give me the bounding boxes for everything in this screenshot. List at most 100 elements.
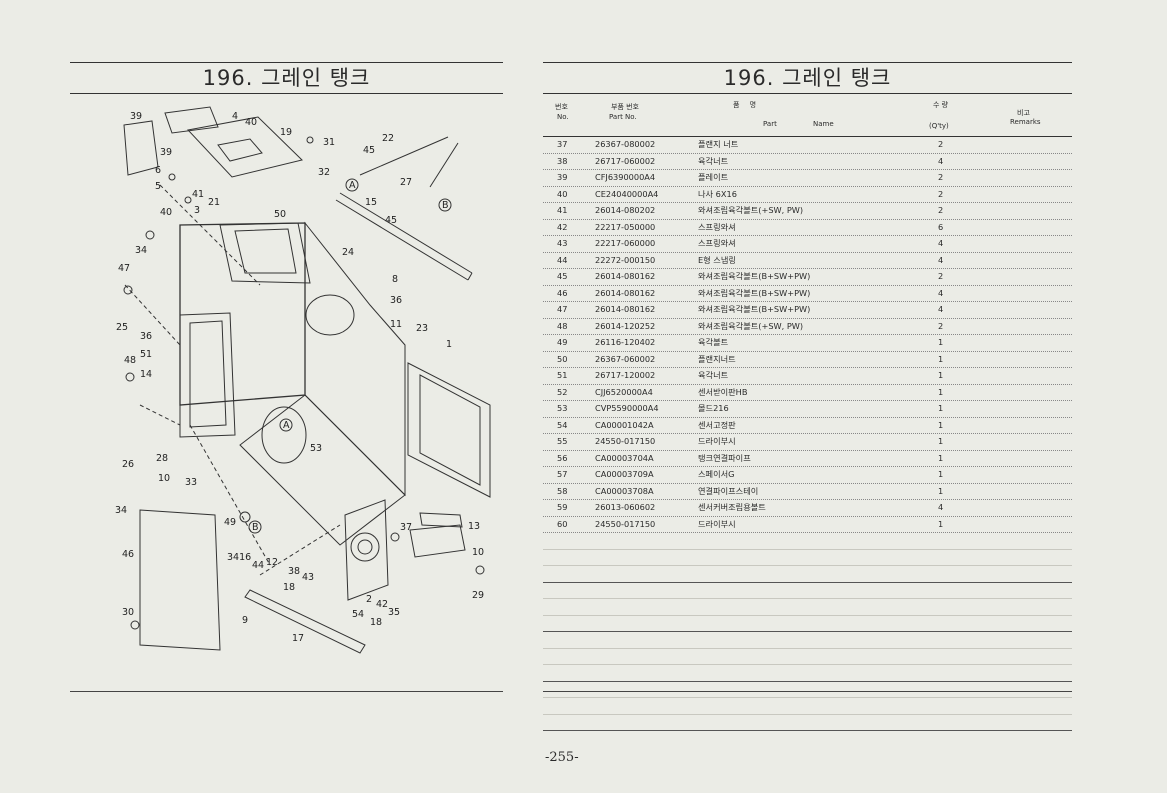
empty-table-row: [543, 566, 1072, 583]
svg-text:30: 30: [122, 607, 134, 618]
part-number: 24550-017150: [595, 436, 656, 446]
part-name: 센서커버조립용볼트: [698, 502, 766, 512]
part-name: 육각볼트: [698, 337, 729, 347]
svg-text:33: 33: [185, 477, 197, 488]
svg-text:3416: 3416: [227, 552, 251, 563]
right-bottom-rule: [543, 691, 1072, 692]
svg-text:36: 36: [390, 295, 402, 306]
part-name: 육각너트: [698, 370, 729, 380]
row-number: 37: [557, 139, 568, 149]
part-name: 연결파이프스테이: [698, 485, 759, 496]
part-number: 26013-060602: [595, 502, 656, 512]
svg-text:5: 5: [155, 181, 161, 192]
quantity: 2: [938, 205, 944, 215]
part-number: 26717-060002: [595, 155, 656, 166]
part-name: 스페이서G: [698, 469, 735, 479]
empty-table-row: [543, 533, 1072, 550]
svg-text:24: 24: [342, 247, 354, 258]
row-number: 40: [557, 188, 568, 199]
svg-text:32: 32: [318, 167, 330, 178]
svg-text:2: 2: [366, 594, 372, 605]
row-number: 45: [557, 271, 568, 281]
part-number: 24550-017150: [595, 518, 656, 529]
empty-table-row: [543, 665, 1072, 682]
svg-text:31: 31: [323, 137, 335, 148]
part-name: 와셔조립육각볼트(B+SW+PW): [698, 304, 811, 314]
svg-text:B: B: [442, 200, 449, 211]
part-name: 와셔조립육각볼트(+SW, PW): [698, 205, 804, 215]
svg-text:27: 27: [400, 177, 412, 188]
part-name: 드라이부시: [698, 436, 736, 446]
svg-text:17: 17: [292, 633, 304, 644]
part-name: 육각너트: [698, 155, 729, 166]
part-number: 26367-060002: [595, 353, 656, 364]
svg-text:9: 9: [242, 615, 248, 626]
svg-text:49: 49: [224, 517, 236, 528]
part-number: 22272-000150: [595, 254, 656, 265]
part-number: 26717-120002: [595, 370, 656, 380]
empty-table-row: [543, 698, 1072, 715]
row-number: 58: [557, 485, 568, 496]
quantity: 1: [938, 485, 944, 496]
svg-text:42: 42: [376, 599, 388, 610]
svg-text:54: 54: [352, 609, 364, 620]
svg-text:18: 18: [370, 617, 382, 628]
part-number: CJJ6520000A4: [595, 386, 653, 397]
empty-table-row: [543, 599, 1072, 616]
quantity: 2: [938, 139, 944, 149]
part-number: CE24040000A4: [595, 188, 659, 199]
row-number: 55: [557, 436, 568, 446]
part-number: 26014-080162: [595, 271, 656, 281]
quantity: 2: [938, 172, 944, 182]
svg-text:47: 47: [118, 263, 130, 274]
empty-table-row: [543, 715, 1072, 731]
part-number: 26116-120402: [595, 337, 656, 347]
svg-text:22: 22: [382, 133, 394, 144]
svg-text:28: 28: [156, 453, 168, 464]
quantity: 1: [938, 518, 944, 529]
svg-text:A: A: [283, 420, 290, 431]
quantity: 1: [938, 403, 944, 413]
row-number: 48: [557, 320, 568, 331]
svg-text:21: 21: [208, 197, 220, 208]
part-name: 센서받이판HB: [698, 386, 748, 397]
svg-text:B: B: [252, 522, 259, 533]
quantity: 1: [938, 452, 944, 463]
part-name: 플랜지 너트: [698, 139, 739, 149]
svg-text:35: 35: [388, 607, 400, 618]
svg-text:10: 10: [158, 473, 170, 484]
svg-text:12: 12: [266, 557, 278, 568]
svg-text:4: 4: [232, 111, 238, 122]
row-number: 38: [557, 155, 568, 166]
quantity: 1: [938, 386, 944, 397]
svg-text:37: 37: [400, 522, 412, 533]
header-name-en-part: Part: [763, 120, 777, 128]
quantity: 1: [938, 436, 944, 446]
header-qty-ko: 수 량: [933, 101, 949, 109]
row-number: 57: [557, 469, 568, 479]
parts-list-title: 196. 그레인 탱크: [543, 62, 1072, 94]
part-number: CA00003709A: [595, 469, 654, 479]
svg-text:51: 51: [140, 349, 152, 360]
quantity: 1: [938, 353, 944, 364]
quantity: 1: [938, 370, 944, 380]
svg-text:15: 15: [365, 197, 377, 208]
empty-table-row: [543, 682, 1072, 698]
svg-text:23: 23: [416, 323, 428, 334]
svg-text:38: 38: [288, 566, 300, 577]
part-name: 탱크연결파이프: [698, 452, 751, 463]
svg-text:29: 29: [472, 590, 484, 601]
